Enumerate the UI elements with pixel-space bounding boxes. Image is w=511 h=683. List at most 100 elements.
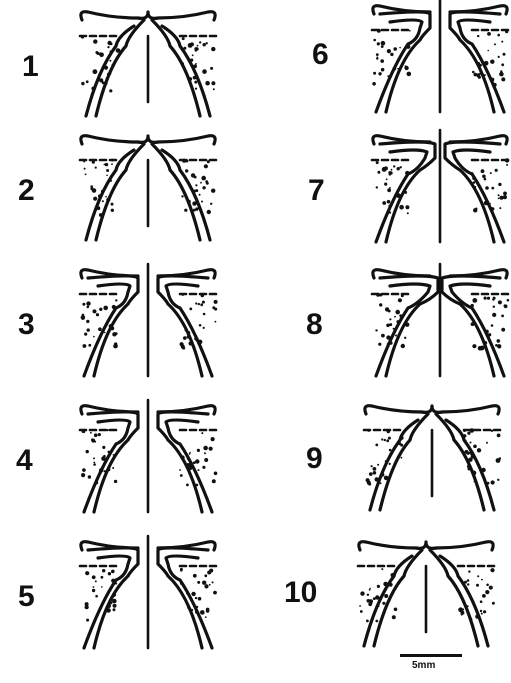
- right-stipple-dot: [211, 189, 215, 193]
- right-stipple-dot: [488, 333, 491, 336]
- left-inner-wall: [84, 420, 130, 512]
- panel-label-7: 7: [308, 176, 325, 206]
- left-stipple-dot: [404, 337, 406, 339]
- left-stipple-dot: [383, 582, 388, 587]
- right-inner-wall: [166, 284, 212, 376]
- right-stipple-dot: [471, 322, 475, 326]
- left-stipple-dot: [107, 46, 109, 48]
- right-stipple-dot: [179, 469, 181, 471]
- right-stipple-dot: [495, 169, 498, 172]
- left-stipple-dot: [376, 186, 378, 188]
- right-stipple-dot: [202, 466, 205, 469]
- left-rim: [365, 406, 422, 414]
- right-stipple-dot: [493, 306, 495, 308]
- right-stipple-dot: [474, 73, 478, 77]
- left-chamber-wall: [88, 412, 138, 512]
- central-peak: [138, 136, 158, 142]
- right-stipple-dot: [492, 313, 496, 317]
- left-stipple-dot: [109, 89, 112, 92]
- left-stipple-dot: [90, 432, 92, 434]
- right-stipple-dot: [481, 613, 483, 615]
- right-stipple-dot: [214, 472, 218, 476]
- right-stipple-dot: [200, 182, 202, 184]
- left-stipple-dot: [384, 594, 388, 598]
- right-rim: [436, 542, 493, 550]
- left-stipple-dot: [398, 442, 401, 445]
- right-stipple-dot: [180, 474, 183, 477]
- right-stipple-dot: [489, 203, 491, 205]
- right-stipple-dot: [472, 344, 476, 348]
- right-stipple-dot: [498, 300, 502, 304]
- left-stipple-dot: [387, 75, 389, 77]
- right-stipple-dot: [467, 432, 470, 435]
- panel-4-drawing: [68, 400, 228, 520]
- left-stipple-dot: [85, 605, 89, 609]
- right-stipple-dot: [201, 201, 203, 203]
- left-stipple-dot: [98, 433, 101, 436]
- left-stipple-dot: [375, 595, 379, 599]
- left-chamber-wall: [88, 548, 138, 648]
- left-stipple-dot: [390, 53, 393, 56]
- left-stipple-dot: [375, 620, 378, 623]
- right-stipple-dot: [199, 324, 202, 327]
- panel-label-4: 4: [16, 446, 33, 476]
- left-stipple-dot: [106, 77, 109, 80]
- left-inner-wall: [376, 20, 422, 112]
- right-stipple-dot: [464, 581, 467, 584]
- left-stipple-dot: [94, 433, 98, 437]
- left-stipple-dot: [102, 446, 105, 449]
- right-stipple-dot: [183, 47, 186, 50]
- left-stipple-dot: [99, 308, 102, 311]
- right-stipple-dot: [497, 344, 501, 348]
- left-stipple-dot: [381, 68, 385, 72]
- left-stipple-dot: [369, 472, 373, 476]
- right-stipple-dot: [481, 169, 485, 173]
- left-stipple-dot: [397, 68, 399, 70]
- right-stipple-dot: [500, 196, 504, 200]
- left-stipple-dot: [91, 439, 95, 443]
- left-stipple-dot: [94, 86, 97, 89]
- panel-label-5: 5: [18, 582, 35, 612]
- left-stipple-dot: [82, 303, 85, 306]
- right-stipple-dot: [479, 73, 481, 75]
- right-stipple-dot: [187, 607, 189, 609]
- right-stipple-dot: [503, 192, 507, 196]
- right-stipple-dot: [494, 43, 496, 45]
- left-stipple-dot: [372, 82, 376, 86]
- right-stipple-dot: [470, 451, 474, 455]
- right-stipple-dot: [194, 337, 198, 341]
- right-stipple-dot: [199, 194, 201, 196]
- right-stipple-dot: [492, 298, 494, 300]
- right-stipple-dot: [195, 302, 197, 304]
- left-chamber-wall: [380, 12, 430, 112]
- left-stipple-dot: [110, 42, 113, 45]
- right-stipple-dot: [486, 584, 489, 587]
- left-stipple-dot: [407, 72, 412, 77]
- right-stipple-dot: [507, 299, 510, 302]
- left-stipple-dot: [87, 306, 90, 309]
- right-stipple-dot: [210, 67, 213, 70]
- right-stipple-dot: [460, 580, 462, 582]
- left-stipple-dot: [109, 324, 114, 329]
- right-stipple-dot: [214, 300, 218, 304]
- left-stipple-dot: [384, 183, 387, 186]
- left-stipple-dot: [400, 316, 403, 319]
- right-stipple-dot: [501, 315, 504, 318]
- right-stipple-dot: [212, 306, 215, 309]
- left-stipple-dot: [389, 318, 391, 320]
- left-stipple-dot: [384, 439, 386, 441]
- right-stipple-dot: [499, 207, 501, 209]
- left-stipple-dot: [373, 39, 376, 42]
- right-stipple-dot: [484, 297, 487, 300]
- left-stipple-dot: [399, 47, 401, 49]
- right-stipple-dot: [193, 574, 197, 578]
- left-stipple-dot: [395, 310, 400, 315]
- right-stipple-dot: [198, 303, 200, 305]
- right-stipple-dot: [499, 72, 504, 77]
- right-stipple-dot: [189, 463, 193, 467]
- left-stipple-dot: [86, 80, 89, 83]
- right-stipple-dot: [198, 340, 203, 345]
- right-stipple-dot: [180, 342, 184, 346]
- left-stipple-dot: [90, 185, 93, 188]
